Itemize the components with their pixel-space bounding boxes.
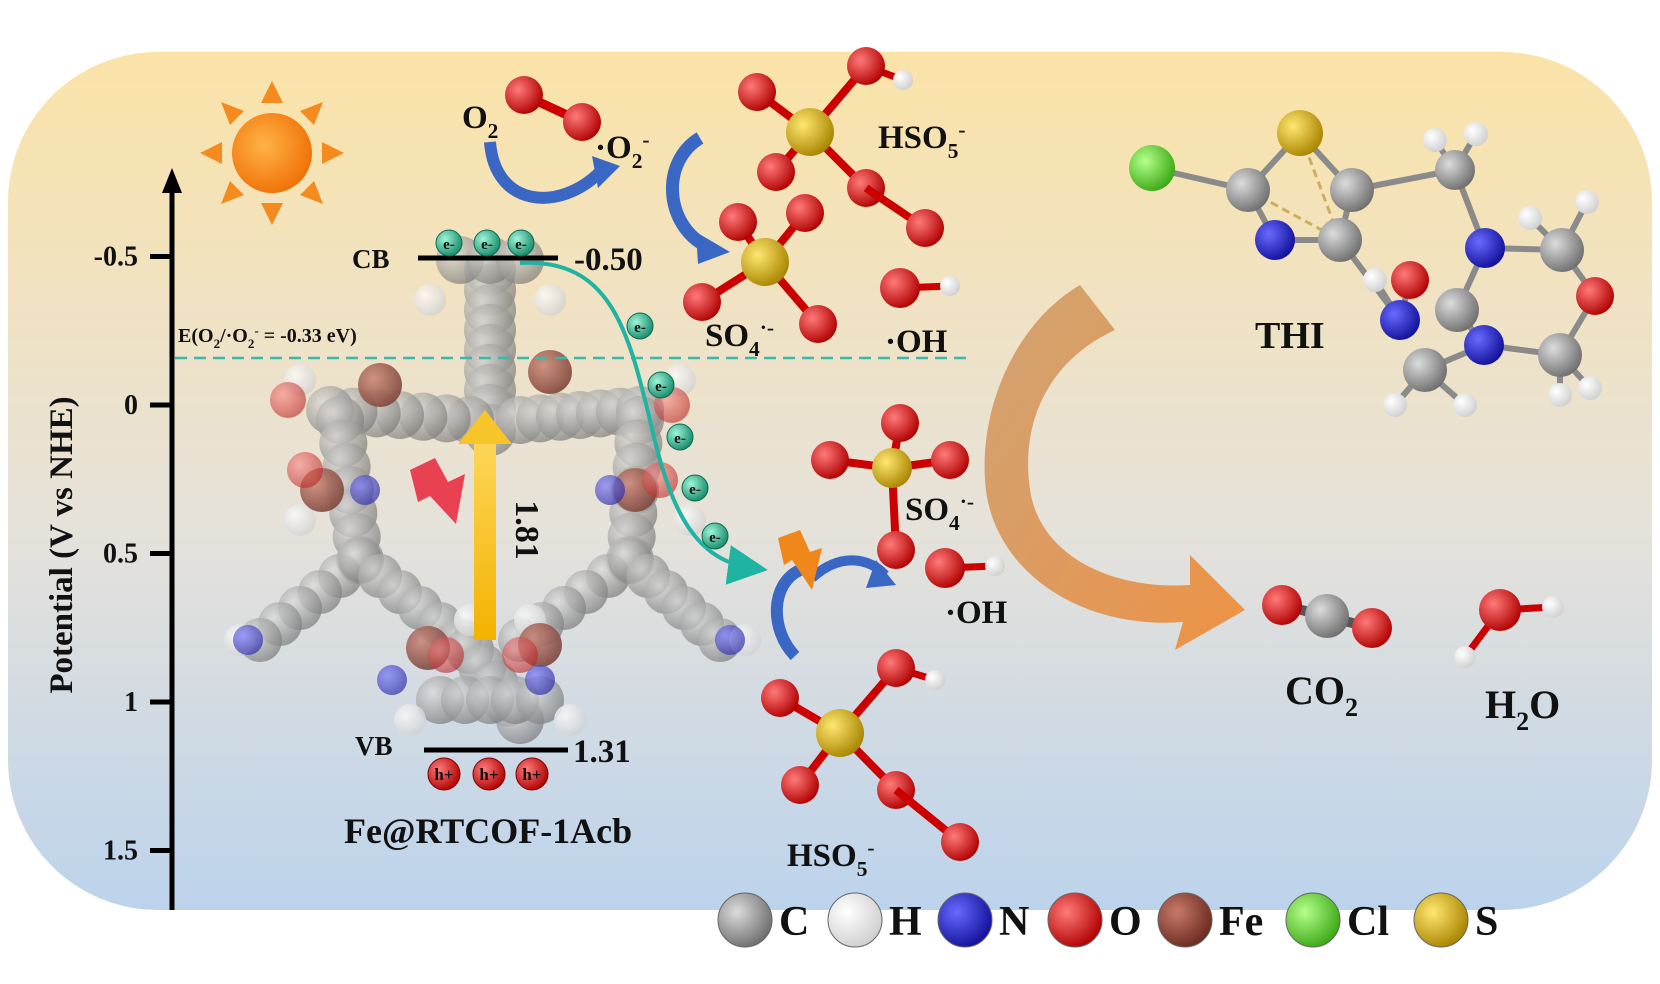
svg-text:e-: e- (655, 379, 667, 395)
legend-item-fe: Fe (1157, 892, 1263, 948)
legend-label-c: C (779, 899, 809, 945)
legend-label-fe: Fe (1219, 899, 1263, 945)
legend-label-s: S (1475, 899, 1498, 945)
axis-label: Potential (V vs NHE) (44, 396, 80, 693)
oh-radical-mid (925, 548, 1005, 588)
svg-text:e-: e- (634, 320, 646, 336)
degradation-arrow (984, 285, 1245, 650)
electron-1: e- (473, 229, 501, 257)
legend-item-o: O (1047, 892, 1142, 948)
legend-label-cl: Cl (1347, 899, 1389, 945)
o2-label: O2 (462, 100, 498, 143)
legend-label-o: O (1109, 899, 1142, 945)
potential-axis: -0.5 0 0.5 1 1.5 Potential (V vs NHE) (44, 168, 182, 910)
svg-text:e-: e- (709, 530, 721, 546)
so4-molecule-mid (811, 404, 969, 569)
electron-4: e- (647, 371, 675, 399)
superoxide-to-so4-arrow (666, 132, 710, 252)
electron-0: e- (435, 229, 463, 257)
redox-potential-label: E(O2/·O2- = -0.33 eV) (178, 323, 357, 351)
hso5-top-label: HSO5- (878, 117, 966, 162)
axis-tick-label-1: 0 (124, 390, 138, 421)
svg-text:e-: e- (674, 431, 686, 447)
h2o-molecule (1454, 589, 1564, 668)
electron-6: e- (681, 474, 709, 502)
oh-mid-label: ·OH (945, 595, 1008, 631)
atom-legend: C H N O Fe Cl S (717, 892, 1498, 948)
oh-top-label: ·OH (885, 324, 948, 360)
legend-label-h: H (889, 899, 922, 945)
legend-item-cl: Cl (1285, 892, 1389, 948)
thi-molecule (1129, 110, 1614, 417)
hso5-molecule-bottom (761, 649, 945, 809)
electron-3: e- (626, 312, 654, 340)
hso5-molecule-top (738, 47, 913, 207)
so4-molecule-top (683, 194, 837, 343)
svg-text:e-: e- (481, 237, 493, 253)
activation-bolt-icon (778, 530, 822, 590)
hso5-bottom-label: HSO5- (787, 835, 875, 880)
cb-value: -0.50 (574, 242, 643, 278)
catalyst-label: Fe@RTCOF-1Acb (344, 811, 632, 851)
svg-text:h+: h+ (522, 765, 541, 784)
so4-top-label: SO4·- (705, 315, 774, 360)
vb-value: 1.31 (573, 734, 631, 770)
co2-molecule (1262, 585, 1392, 648)
thi-label: THI (1255, 315, 1325, 357)
vb-label: VB (355, 731, 393, 761)
catalyst-molecule (224, 236, 761, 744)
peroxo-oxygen-bottom (941, 823, 979, 861)
axis-tick-label-3: 1 (124, 687, 138, 718)
hso5-activation-arrow (770, 564, 804, 661)
legend-item-s: S (1413, 892, 1498, 948)
electron-7: e- (701, 522, 729, 550)
sun-icon (200, 81, 344, 225)
bandgap-value: 1.81 (508, 500, 545, 560)
cb-label: CB (352, 244, 390, 274)
h2o-label: H2O (1485, 682, 1560, 736)
hole-2: h+ (515, 757, 549, 791)
svg-text:h+: h+ (479, 765, 498, 784)
o2-reduction-arrow (484, 141, 605, 204)
svg-text:e-: e- (515, 237, 527, 253)
legend-label-n: N (999, 899, 1029, 945)
legend-item-c: C (717, 892, 809, 948)
hole-0: h+ (427, 757, 461, 791)
axis-tick-label-0: -0.5 (94, 242, 138, 273)
o2-molecule (505, 76, 601, 141)
electron-5: e- (666, 423, 694, 451)
svg-text:e-: e- (689, 482, 701, 498)
electron-2: e- (507, 229, 535, 257)
peroxo-oxygen-top (906, 209, 944, 247)
legend-item-n: N (937, 892, 1029, 948)
svg-text:e-: e- (443, 237, 455, 253)
electron-transfer-path (519, 260, 768, 585)
bandgap-arrow (458, 410, 512, 640)
legend-item-h: H (827, 892, 922, 948)
axis-tick-label-2: 0.5 (103, 539, 138, 570)
svg-text:h+: h+ (434, 765, 453, 784)
axis-tick-label-4: 1.5 (103, 836, 138, 867)
oh-radical-top (880, 268, 960, 308)
so4-mid-label: SO4·- (905, 489, 974, 534)
lightning-icon (410, 458, 465, 524)
co2-label: CO2 (1285, 668, 1358, 722)
hole-1: h+ (472, 757, 506, 791)
